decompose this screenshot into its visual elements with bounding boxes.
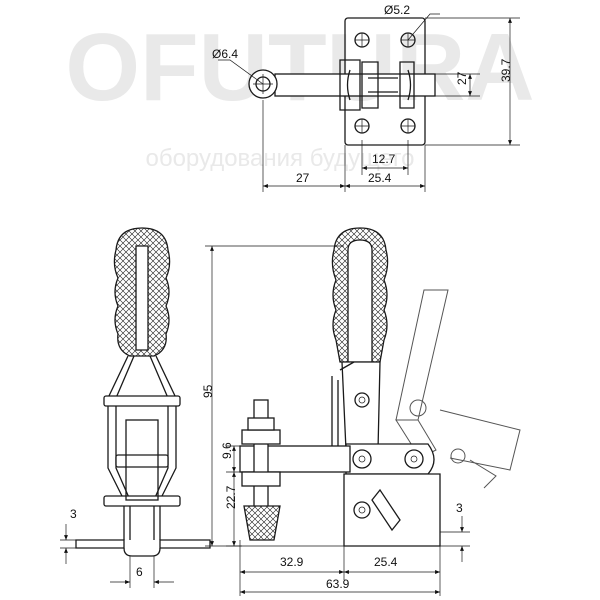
dim-top-hole-dia: Ø5.2 [384,3,410,17]
dim-front-width-6: 6 [136,565,143,579]
side-base-block [343,473,441,547]
front-pin [103,495,181,507]
watermark-brand: OFUTURA [65,14,534,121]
watermark: OFUTURA оборудования будущего [65,14,534,172]
dim-side-9-6: 9.6 [220,442,234,459]
front-view [60,227,211,588]
side-view [205,227,521,596]
nut [241,429,281,445]
dim-side-63-9: 63.9 [326,577,350,591]
dim-side-3-left: 3 [70,507,77,521]
dim-hook-dia: Ø6.4 [212,47,238,61]
dim-top-width-25-4: 25.4 [368,171,392,185]
dim-top-width-12-7: 12.7 [372,152,396,166]
dim-top-height-27: 27 [455,71,469,85]
dim-top-height-39-7: 39.7 [499,58,513,82]
dim-side-22-7: 22.7 [224,485,238,509]
spindle-tip [243,505,281,541]
dim-side-25-4: 25.4 [374,555,398,569]
front-base [75,539,211,549]
front-pin [115,454,169,468]
dim-side-3-right: 3 [456,501,463,515]
dim-side-32-9: 32.9 [280,555,304,569]
top-view [218,13,520,192]
dim-side-height-95: 95 [201,384,215,398]
dim-top-offset-27: 27 [296,171,310,185]
dimension-labels: Ø5.2 Ø6.4 27 39.7 12.7 27 25.4 95 9.6 22… [70,3,513,591]
nut [241,471,281,487]
front-pin [103,395,181,407]
side-handle-lever [341,361,381,451]
